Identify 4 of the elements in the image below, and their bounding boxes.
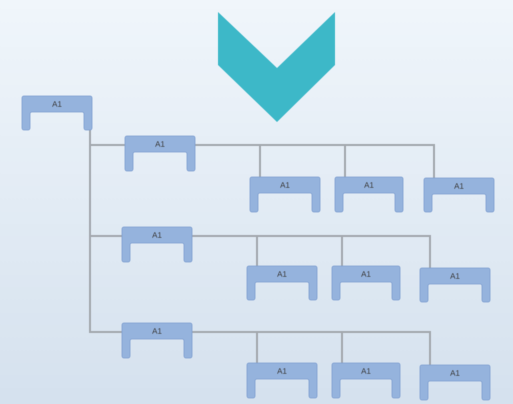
connector xyxy=(195,144,435,178)
connector xyxy=(192,331,431,365)
connector xyxy=(192,235,431,268)
connector xyxy=(89,130,122,333)
